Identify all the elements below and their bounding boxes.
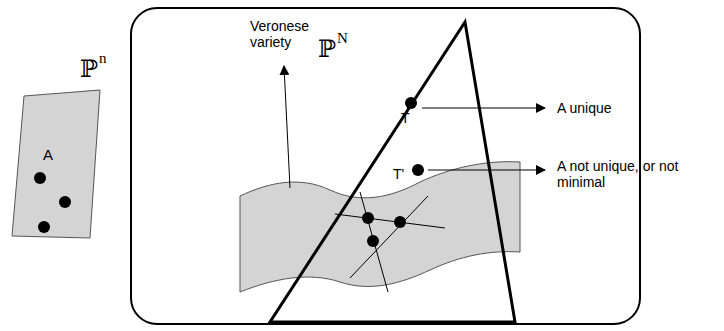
- space-dimension: n: [99, 50, 107, 67]
- leader-arrow: [428, 170, 545, 171]
- space-symbol: ℙ: [318, 36, 336, 64]
- point-t-prime: [412, 164, 424, 176]
- span-triangle: [270, 22, 515, 322]
- point: [362, 212, 374, 224]
- parallelogram-outline: [10, 86, 102, 242]
- leader-arrow: [284, 66, 290, 188]
- point: [367, 235, 379, 247]
- tangent-line: [350, 196, 428, 278]
- point-set-plane: A: [10, 86, 102, 242]
- point: [38, 221, 50, 233]
- point: [394, 216, 406, 228]
- variety-label: Veronese variety: [250, 18, 328, 50]
- point: [34, 172, 46, 184]
- veronese-surface: [240, 162, 520, 292]
- leader-arrow: [422, 108, 545, 109]
- callout-text: A unique: [557, 100, 612, 116]
- set-label: A: [43, 146, 53, 163]
- space-symbol: ℙ: [80, 56, 98, 84]
- point: [59, 196, 71, 208]
- tangent-line: [335, 214, 445, 228]
- point-label: T: [401, 110, 410, 126]
- space-dimension: N: [337, 30, 348, 47]
- callout-text: A not unique, or not minimal: [557, 158, 679, 190]
- point-label: T': [393, 166, 404, 182]
- point-t: [405, 97, 417, 109]
